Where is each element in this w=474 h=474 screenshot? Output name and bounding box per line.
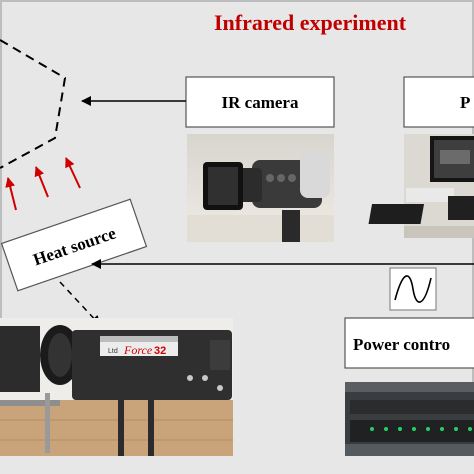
heat-radiation-arrows bbox=[5, 157, 81, 211]
power-controller-label: Power contro bbox=[353, 335, 450, 354]
ir-camera-label: IR camera bbox=[222, 93, 299, 112]
ir-camera-box: IR camera bbox=[185, 76, 335, 128]
heat-source-box: Heat source bbox=[0, 198, 148, 292]
heat-source-device-photo: Ltd Force 32 bbox=[0, 318, 233, 456]
device-prefix-text: Ltd bbox=[108, 348, 118, 355]
ac-signal-box bbox=[389, 267, 437, 311]
specimen-outline bbox=[0, 39, 67, 169]
heat-source-to-device-arrow bbox=[59, 281, 101, 326]
diagram-title: Infrared experiment bbox=[214, 10, 407, 35]
pc-box: P bbox=[403, 76, 474, 128]
device-model-text: Force bbox=[123, 343, 153, 357]
sine-wave-icon bbox=[394, 275, 432, 303]
bottom-margin bbox=[0, 456, 474, 474]
pc-label: P bbox=[460, 93, 470, 112]
power-controller-box: Power contro bbox=[344, 317, 474, 369]
pc-photo bbox=[368, 134, 474, 238]
power-controller-photo bbox=[345, 382, 474, 456]
device-model-number: 32 bbox=[154, 345, 166, 357]
ir-camera-photo bbox=[187, 134, 334, 242]
